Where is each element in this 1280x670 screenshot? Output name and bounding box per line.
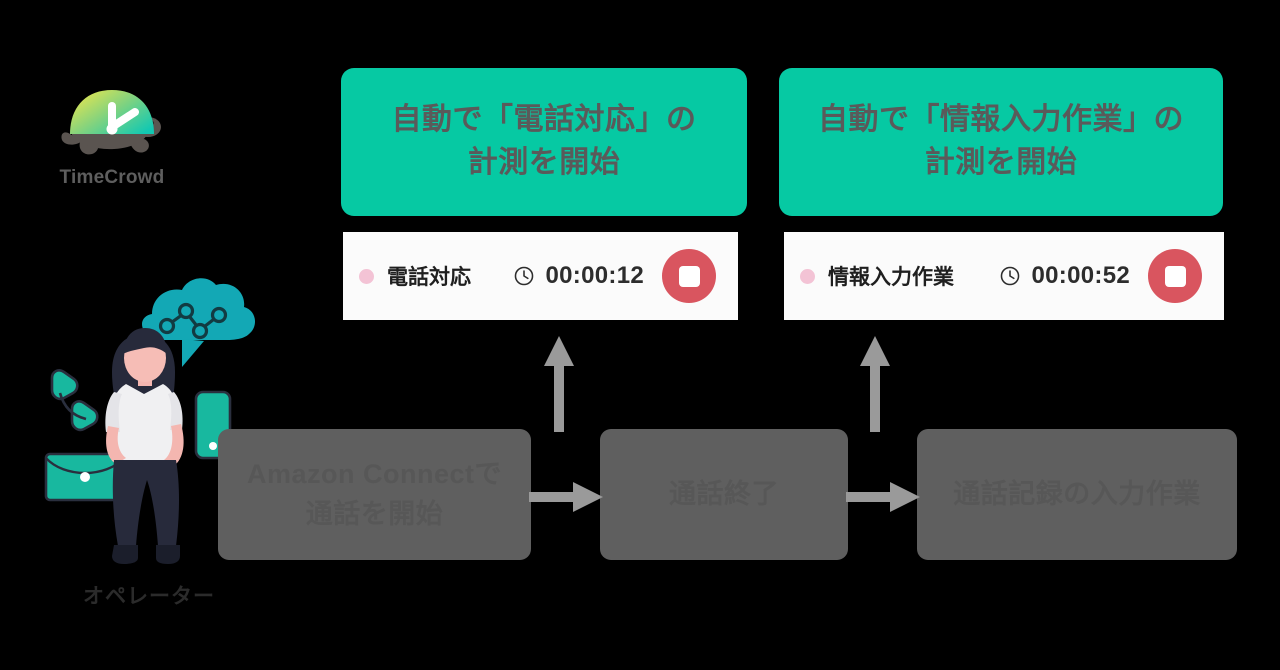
auto-start-banner-entry: 自動で「情報入力作業」の 計測を開始 — [779, 68, 1223, 216]
cloud-network-icon — [142, 278, 256, 367]
flow-step-data-entry-text: 通話記録の入力作業 — [953, 478, 1201, 509]
flow-step-call-start-text: Amazon Connectで 通話を開始 — [246, 459, 502, 529]
arrow-up-icon — [860, 336, 890, 432]
arrow-up-icon — [544, 336, 574, 432]
stop-timer-button[interactable] — [1148, 249, 1202, 303]
operator-person-icon — [105, 328, 184, 564]
stop-square-icon — [678, 265, 700, 287]
brand-wordmark: TimeCrowd — [59, 167, 165, 188]
flow-step-call-end-text: 通話終了 — [669, 478, 779, 509]
auto-start-banner-call: 自動で「電話対応」の 計測を開始 — [341, 68, 747, 216]
elapsed-time: 00:00:12 — [545, 262, 644, 289]
operator-illustration-block: オペレーター — [34, 262, 264, 612]
arrow-right-icon — [529, 482, 603, 512]
task-name-label: 電話対応 — [387, 266, 471, 289]
timer-readout-group: 00:00:12 — [513, 262, 644, 290]
stop-timer-button[interactable] — [662, 249, 716, 303]
flow-step-call-end: 通話終了 — [600, 429, 848, 560]
task-name-label: 情報入力作業 — [828, 266, 954, 289]
timer-card-call[interactable]: 電話対応 00:00:12 — [343, 232, 738, 320]
elapsed-time: 00:00:52 — [1031, 262, 1130, 289]
clock-icon — [1000, 266, 1019, 286]
operator-illustration-icon — [44, 278, 256, 564]
flow-step-call-start: Amazon Connectで 通話を開始 — [218, 429, 531, 560]
arrow-right-icon — [846, 482, 920, 512]
turtle-clock-logo-icon — [61, 90, 161, 155]
banner-call-text: 自動で「電話対応」の 計測を開始 — [391, 103, 697, 179]
stop-square-icon — [1164, 265, 1186, 287]
task-color-dot — [359, 268, 374, 284]
brand-logo: TimeCrowd — [42, 72, 182, 187]
operator-label: オペレーター — [83, 585, 215, 608]
timer-card-entry[interactable]: 情報入力作業 00:00:52 — [784, 232, 1224, 320]
flow-step-data-entry: 通話記録の入力作業 — [917, 429, 1237, 560]
banner-entry-text: 自動で「情報入力作業」の 計測を開始 — [818, 103, 1184, 179]
telephone-handset-icon — [50, 369, 99, 432]
timer-readout-group: 00:00:52 — [999, 262, 1130, 290]
task-color-dot — [800, 268, 815, 284]
clock-icon — [514, 266, 533, 286]
